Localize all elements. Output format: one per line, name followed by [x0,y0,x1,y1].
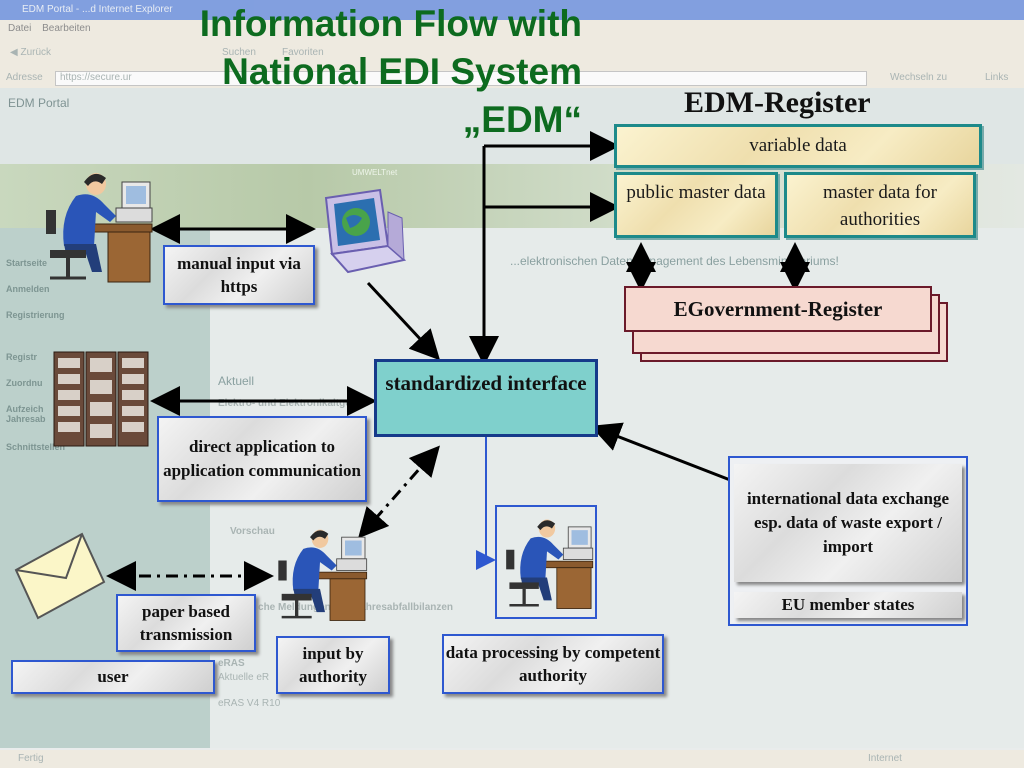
address-label: Adresse [6,72,43,83]
diagram-title-line1: Information Flow with [199,3,582,44]
sidebar-item-zuordnung[interactable]: Zuordnu [6,378,43,388]
manual-input-label: manual input via https [177,254,301,296]
variable-data-box: variable data [614,124,982,168]
input-authority-label: input by authority [299,644,367,686]
diagram-title-line3: „EDM“ [462,99,582,140]
eu-states-label: EU member states [781,595,915,614]
direct-app-caption: direct application to application commun… [157,416,367,502]
std-interface-label: standardized interface [385,371,587,395]
master-data-authorities-label: master data for authorities [823,182,937,230]
sidebar-item-registrierung[interactable]: Registrierung [6,310,65,320]
master-data-authorities-box: master data for authorities [784,172,976,238]
window-titlebar: EDM Portal - ...d Internet Explorer [0,0,1024,20]
international-exchange-label: international data exchange esp. data of… [746,489,950,556]
paper-based-label: paper based transmission [139,602,233,644]
paper-based-caption: paper based transmission [116,594,256,652]
status-right: Internet [868,753,902,764]
data-processing-label: data processing by competent authority [445,643,661,685]
menu-bearbeiten[interactable]: Bearbeiten [42,23,91,34]
international-exchange-frame: international data exchange esp. data of… [728,456,968,626]
favorites-button[interactable]: Favoriten [282,47,324,58]
address-value: https://secure.ur [60,72,132,83]
processing-frame [495,505,597,619]
public-master-data-label: public master data [626,182,766,203]
menu-datei[interactable]: Datei [8,23,32,34]
section-aktuell: Aktuell [218,374,255,388]
direct-app-label: direct application to application commun… [163,437,361,480]
person-at-computer-icon [46,173,153,283]
diagram-title: Information Flow with National EDI Syste… [82,0,582,144]
search-button[interactable]: Suchen [222,47,256,58]
egov-links [626,242,810,292]
server-rack-icon [53,351,149,447]
sidebar-item-aufzeichnung[interactable]: Aufzeich Jahresab [6,404,46,424]
register-connector [469,131,620,366]
section-vorschau: Vorschau [230,526,275,537]
menu-bar: Datei Bearbeiten [0,20,1024,38]
interface-to-processing-arrow [476,434,496,570]
interface-to-authority-dashed [358,445,440,539]
browser-toolbar: ◀ Zurück Suchen Favoriten [0,38,1024,68]
authority-person-at-computer-icon [278,529,368,621]
variable-data-label: variable data [749,135,847,156]
go-button[interactable]: Wechseln zu [890,72,948,83]
status-left: Fertig [18,753,44,764]
egov-register-label: EGovernment-Register [673,297,883,321]
data-processing-caption: data processing by competent authority [442,634,664,694]
section-eras-version: eRAS V4 R10 [218,698,281,709]
browser-to-interface-arrow [366,281,441,361]
address-bar: Adresse https://secure.ur Wechseln zu Li… [0,68,1024,89]
sidebar-item-schnittstellen[interactable]: Schnittstellen [6,442,66,452]
sidebar-item-registr[interactable]: Registr [6,352,38,362]
input-authority-caption: input by authority [276,636,390,694]
window-title: EDM Portal - ...d Internet Explorer [22,4,173,15]
processing-person-at-computer-icon [506,519,594,609]
diagram-title-line2: National EDI System [222,51,582,92]
sidebar-item-anmelden[interactable]: Anmelden [6,284,50,294]
portal-title: EDM Portal [8,96,70,110]
envelope-icon [14,532,106,620]
portal-headline: ...elektronischen Datenmanagement des Le… [510,254,839,268]
section-eras-sub: Aktuelle eR [218,672,270,683]
sidebar-item-startseite[interactable]: Startseite [6,258,48,268]
back-label: Zurück [20,47,52,58]
user-label: user [97,667,129,686]
section-eras: eRAS [218,658,245,669]
edm-register-title: EDM-Register [684,86,871,119]
public-master-data-box: public master data [614,172,778,238]
egov-register-box: EGovernment-Register [624,286,932,332]
web-browser-computer-icon [324,188,407,274]
standardized-interface-box: standardized interface [374,359,598,437]
status-bar: Fertig Internet [0,750,1024,768]
links-label[interactable]: Links [985,72,1009,83]
user-caption: user [11,660,215,694]
international-exchange-box: international data exchange esp. data of… [734,464,962,582]
address-input[interactable]: https://secure.ur [55,71,867,86]
manual-input-caption: manual input via https [163,245,315,305]
banner-tag: UMWELTnet [352,168,398,177]
eu-states-box: EU member states [734,592,962,618]
back-button[interactable]: ◀ Zurück [10,47,52,58]
